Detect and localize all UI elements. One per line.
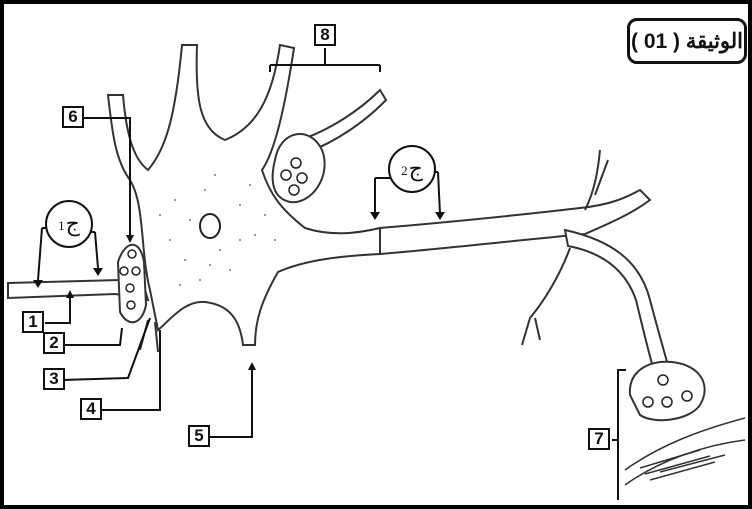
document-title: الوثيقة ( 01 ) <box>627 18 747 64</box>
label-5: 5 <box>188 425 210 447</box>
label-4: 4 <box>80 398 102 420</box>
region-c2-index: 2 <box>401 163 408 179</box>
label-6: 6 <box>62 106 84 128</box>
region-c1-index: 1 <box>58 218 65 234</box>
top-branch <box>585 150 608 210</box>
region-c1-letter: ج <box>66 211 80 237</box>
region-c2-marker: 2 ج <box>388 145 436 193</box>
descending-branch <box>565 230 670 375</box>
label-1: 1 <box>22 311 44 333</box>
label-2: 2 <box>43 332 65 354</box>
side-branch <box>522 248 570 345</box>
nucleus <box>200 214 220 238</box>
main-axon <box>380 190 650 254</box>
axon-terminal <box>630 362 705 420</box>
muscle-fiber <box>625 418 745 485</box>
label-8: 8 <box>314 24 336 46</box>
label-3: 3 <box>43 368 65 390</box>
region-c2-letter: ج <box>409 156 423 182</box>
label-7: 7 <box>588 428 610 450</box>
region-c1-marker: 1 ج <box>45 200 93 248</box>
